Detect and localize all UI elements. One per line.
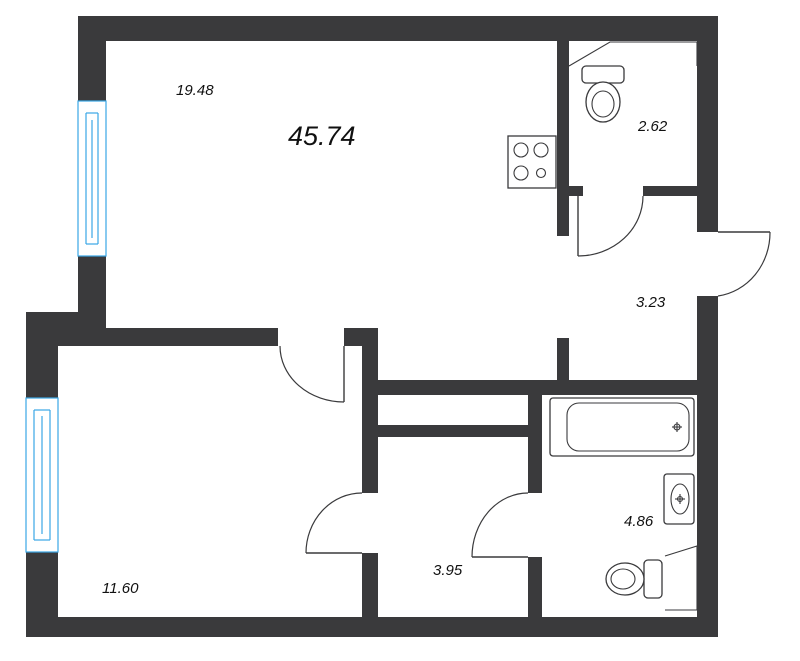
- window-icon: [77, 100, 107, 257]
- wall-closet-bath-b: [528, 557, 542, 637]
- wall-toilet-left: [557, 16, 569, 191]
- walls: [26, 16, 718, 637]
- wall-partition-bedroom-a: [106, 328, 278, 346]
- wall-right-upper: [697, 16, 718, 232]
- wall-stub-upper: [557, 186, 569, 236]
- wall-left-lower-a: [26, 312, 58, 398]
- wall-top: [78, 16, 718, 41]
- door-icon: [471, 492, 529, 558]
- wall-right-lower: [697, 296, 718, 637]
- wall-left-lower-b: [26, 552, 58, 637]
- door-icon: [577, 195, 644, 257]
- bathtub-icon: [549, 397, 695, 457]
- wall-closet-bath-a: [528, 380, 542, 493]
- sink-icon: [663, 473, 695, 525]
- toilet-icon: [605, 545, 698, 611]
- wall-stub-lower: [557, 338, 569, 382]
- wall-toilet-bottom-a: [557, 186, 583, 196]
- door-icon: [305, 492, 363, 554]
- wall-bedroom-closet-b: [362, 553, 378, 637]
- bathroom-area-label: 4.86: [624, 513, 654, 530]
- kitchen-living-area-label: 19.48: [176, 82, 214, 99]
- wall-closet-shelf: [378, 425, 530, 437]
- closet-area-label: 3.95: [433, 562, 463, 579]
- bedroom-area-label: 11.60: [102, 580, 139, 597]
- wall-toilet-bottom-b: [643, 186, 717, 196]
- window-icon: [25, 397, 59, 553]
- stove-icon: [507, 135, 557, 189]
- toilet-icon: [568, 41, 698, 123]
- hallway-area-label: 3.23: [636, 294, 666, 311]
- door-icon: [717, 231, 771, 297]
- wall-bedroom-closet-a: [362, 328, 378, 493]
- total-area-label: 45.74: [288, 121, 356, 151]
- toilet-area-label: 2.62: [637, 118, 668, 135]
- door-icon: [279, 345, 345, 403]
- wall-left-upper-a: [78, 16, 106, 101]
